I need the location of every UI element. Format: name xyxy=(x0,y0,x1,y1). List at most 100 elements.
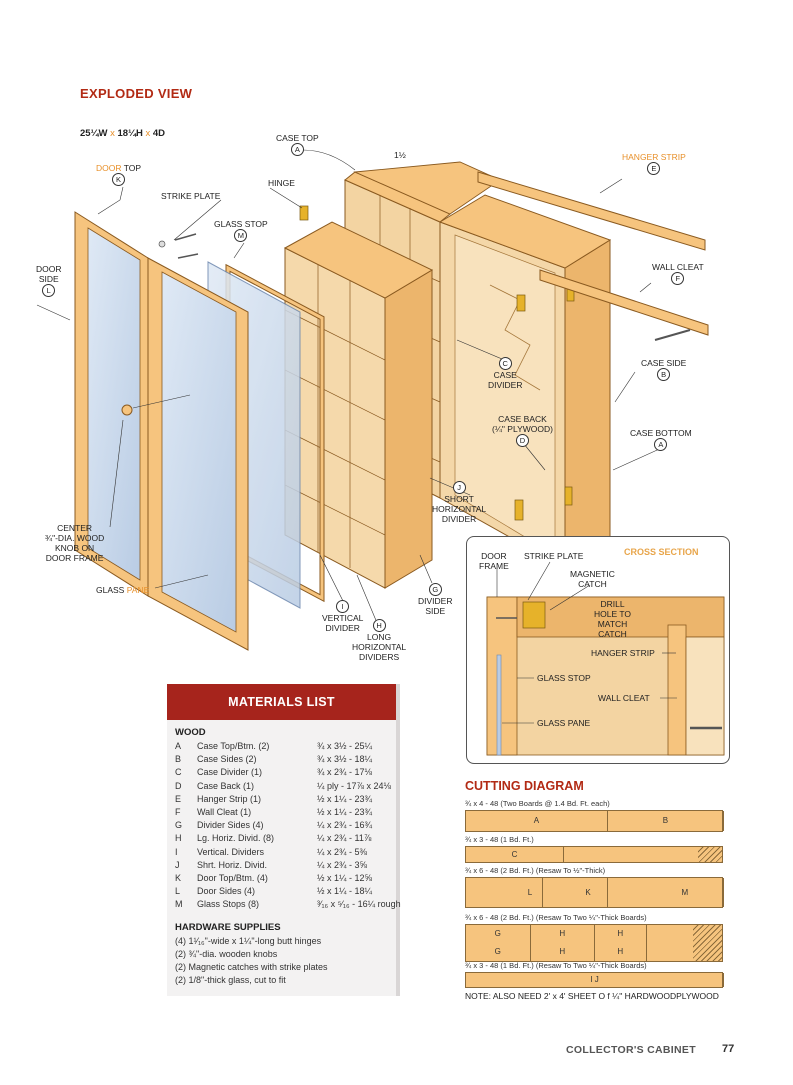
material-key: H xyxy=(175,833,182,844)
waste-hatch xyxy=(693,925,722,961)
material-name: Case Top/Btm. (2) xyxy=(197,741,270,751)
cross-section-title: CROSS SECTION xyxy=(624,547,699,557)
material-size: ¼ ply - 17⅞ x 24⅛ xyxy=(317,780,392,791)
board-part: K xyxy=(569,878,608,907)
material-row: H Lg. Horiz. Divid. (8) ¼ x 2¾ - 11⅞ xyxy=(175,832,371,844)
material-name: Divider Sides (4) xyxy=(197,820,264,831)
material-size: ¼ x 2¾ - 5⅜ xyxy=(317,846,368,857)
divider-unit xyxy=(283,221,434,589)
cutting-note: NOTE: ALSO NEED 2' x 4' SHEET O f ¼" HAR… xyxy=(465,991,719,1001)
hardware-item: (2) 1/8"-thick glass, cut to fit xyxy=(175,975,286,985)
material-size: ¼ x 2¾ - 16¾ xyxy=(317,820,373,831)
material-name: Shrt. Horiz. Divid. xyxy=(197,859,268,870)
xs-label-hanger-strip: HANGER STRIP xyxy=(591,648,655,658)
hanger-strip xyxy=(477,171,706,251)
material-name: Case Sides (2) xyxy=(197,754,257,765)
board-part: H xyxy=(531,943,595,961)
material-name: Door Top/Btm. (4) xyxy=(197,873,268,883)
material-key: K xyxy=(175,873,182,883)
label-dim-1-5: 1½ xyxy=(394,150,406,160)
board-caption: ¾ x 3 - 48 (1 Bd. Ft.) (Resaw To Two ¼"-… xyxy=(465,961,647,970)
material-size: ¾ x 3½ - 25¼ xyxy=(317,741,373,751)
material-name: Vertical. Dividers xyxy=(197,846,265,857)
waste-hatch xyxy=(698,847,722,862)
material-row: B Case Sides (2) ¾ x 3½ - 18¼ xyxy=(175,753,372,765)
xs-label-strike-plate: STRIKE PLATE xyxy=(524,551,584,561)
material-name: Door Sides (4) xyxy=(197,886,256,897)
board-part: L xyxy=(518,878,544,907)
material-key: J xyxy=(175,859,180,870)
door-frame-left xyxy=(74,211,149,597)
knob xyxy=(121,404,133,416)
material-key: D xyxy=(175,780,182,791)
label-hinge: HINGE xyxy=(268,178,295,188)
board-caption: ¾ x 6 - 48 (2 Bd. Ft.) (Resaw To Two ¼"-… xyxy=(465,913,647,922)
board-part: H xyxy=(531,925,595,943)
dim-sep: x xyxy=(145,128,151,139)
material-size: ¾ x 3½ - 18¼ xyxy=(317,754,373,765)
material-size: ¾ x 2¾ - 17⅛ xyxy=(317,767,373,778)
material-name: Wall Cleat (1) xyxy=(197,807,252,817)
running-title: COLLECTOR'S CABINET xyxy=(566,1044,696,1056)
material-row: D Case Back (1) ¼ ply - 17⅞ x 24⅛ xyxy=(175,780,391,792)
material-size: ¼ x 2¾ - 3⅝ xyxy=(317,859,368,870)
hardware-heading: HARDWARE SUPPLIES xyxy=(175,922,281,933)
material-size: ¼ x 2¾ - 11⅞ xyxy=(317,833,372,844)
dim-height: 18¼H xyxy=(117,128,143,139)
material-name: Case Back (1) xyxy=(197,780,255,791)
material-key: L xyxy=(175,886,181,897)
material-name: Glass Stops (8) xyxy=(197,899,260,910)
board-part: G xyxy=(466,943,531,961)
hardware-item: (2) Magnetic catches with strike plates xyxy=(175,962,328,972)
page-number: 77 xyxy=(722,1043,735,1055)
material-key: C xyxy=(175,767,182,778)
material-row: K Door Top/Btm. (4) ½ x 1¼ - 12⅝ xyxy=(175,872,372,884)
material-name: Hanger Strip (1) xyxy=(197,793,262,804)
material-key: F xyxy=(175,807,181,817)
board-part: H xyxy=(595,925,647,943)
label-case-back: CASE BACK(¼" PLYWOOD)D xyxy=(492,414,553,447)
board-part: G xyxy=(466,925,531,943)
dim-sep: x xyxy=(110,128,115,139)
door-frame-right xyxy=(147,257,249,651)
material-size: ½ x 1¼ - 12⅝ xyxy=(317,873,373,883)
material-key: B xyxy=(175,754,182,765)
materials-list-panel xyxy=(167,684,400,996)
board: C xyxy=(465,846,723,863)
board-caption: ¾ x 3 - 48 (1 Bd. Ft.) xyxy=(465,835,534,844)
material-name: Lg. Horiz. Divid. (8) xyxy=(197,833,275,844)
dim-width: 25¼W xyxy=(80,128,108,139)
cleat-screw xyxy=(654,329,691,341)
wall-cleat xyxy=(539,269,709,336)
board-part: A xyxy=(466,811,608,831)
page-title: EXPLODED VIEW xyxy=(80,86,193,101)
xs-label-glass-stop: GLASS STOP xyxy=(537,673,591,683)
board-part: I J xyxy=(466,973,724,987)
board-part: M xyxy=(647,878,724,907)
xs-label-glass-pane: GLASS PANE xyxy=(537,718,591,728)
hinge xyxy=(299,205,309,221)
material-key: E xyxy=(175,793,182,804)
